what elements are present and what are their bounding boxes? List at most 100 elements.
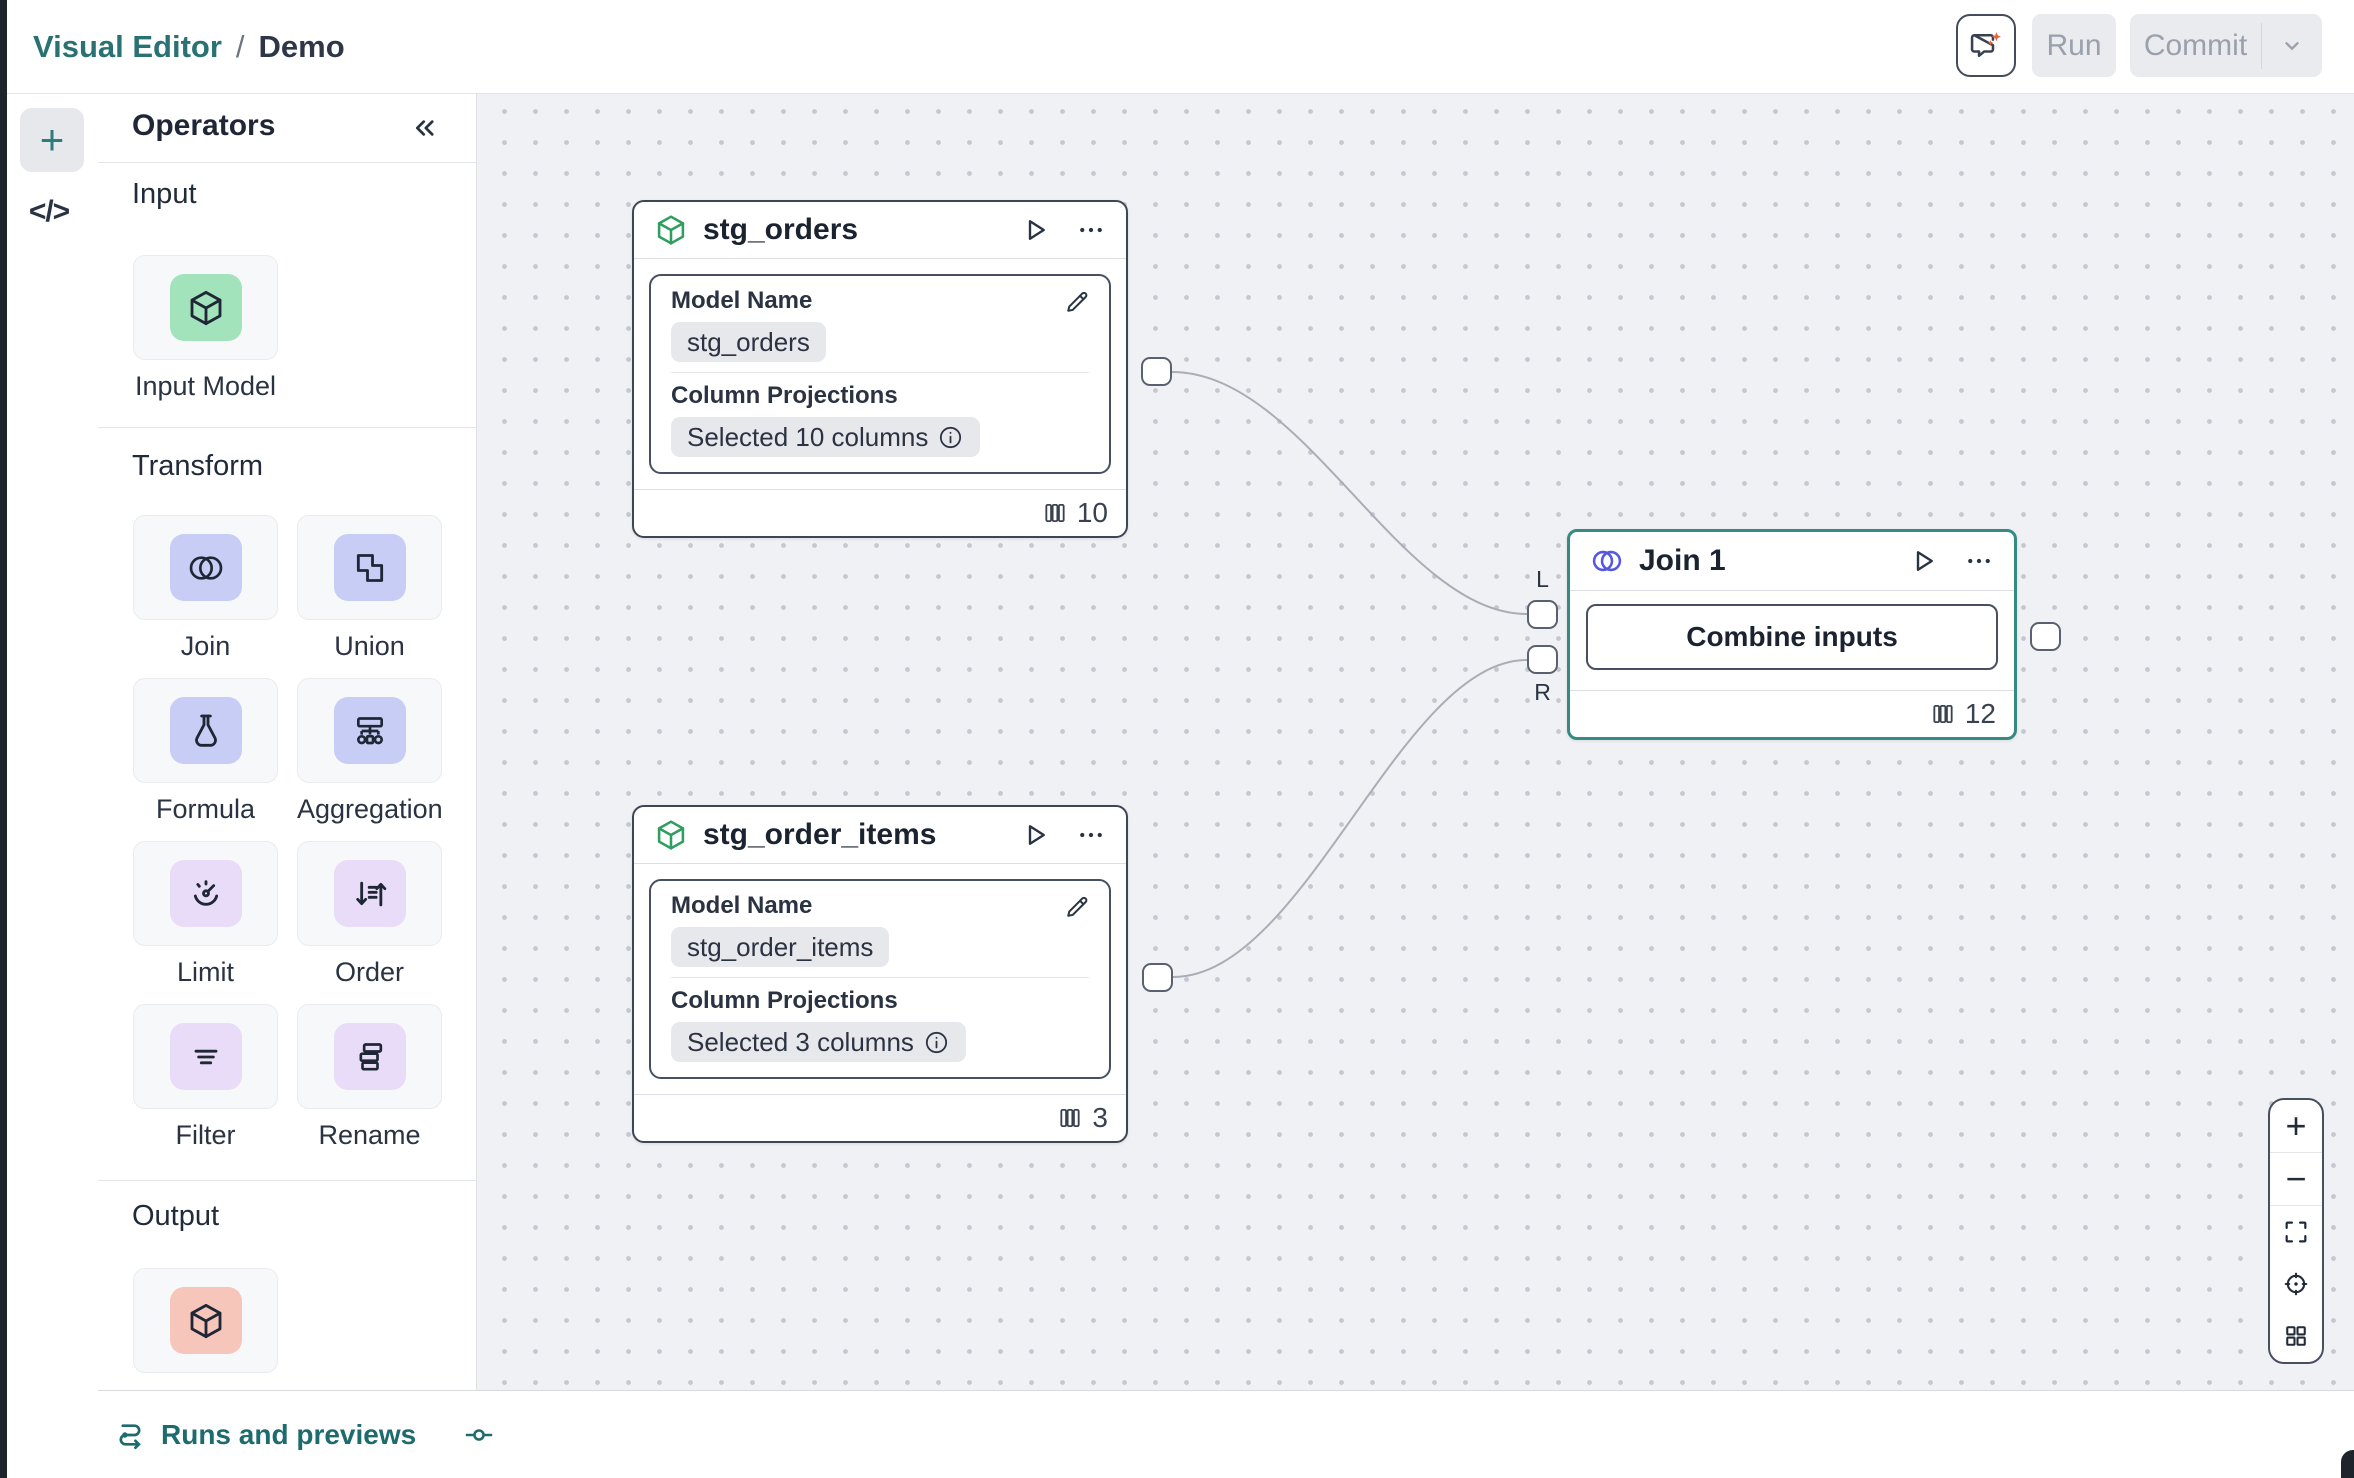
runs-and-previews-button[interactable]: Runs and previews	[161, 1418, 417, 1450]
port-join-right-input[interactable]	[1527, 645, 1558, 674]
filter-lines-icon	[194, 1049, 217, 1064]
input-section: Input Input Model	[98, 162, 476, 428]
operator-label: Aggregation	[297, 794, 443, 824]
run-node-button[interactable]	[1020, 820, 1050, 850]
runs-icon	[119, 1423, 141, 1449]
column-projections-pill[interactable]: Selected 3 columns	[671, 1022, 966, 1062]
run-button[interactable]: Run	[2032, 14, 2116, 77]
model-name-pill[interactable]: stg_order_items	[671, 927, 890, 967]
node-header: stg_orders	[634, 202, 1126, 259]
edit-pencil-icon[interactable]	[1063, 893, 1091, 921]
code-view-button[interactable]: </>	[28, 195, 70, 228]
info-icon	[940, 426, 962, 448]
locate-button[interactable]	[2270, 1258, 2322, 1310]
overview-button[interactable]	[2270, 1310, 2322, 1362]
node-menu-button[interactable]	[1076, 215, 1106, 245]
info-icon	[925, 1031, 947, 1053]
column-projections-pill[interactable]: Selected 10 columns	[671, 417, 981, 457]
columns-icon	[1045, 503, 1065, 523]
flask-icon	[194, 714, 217, 747]
zoom-in-button[interactable]: +	[2270, 1100, 2322, 1152]
zoom-out-button[interactable]: −	[2270, 1153, 2322, 1205]
edge-stg-order-items-to-join-right[interactable]	[1172, 659, 1528, 978]
cube-icon	[654, 213, 688, 247]
model-name-pill[interactable]: stg_orders	[671, 322, 826, 362]
operator-join[interactable]: Join	[133, 515, 278, 678]
collapse-panel-button[interactable]	[406, 111, 440, 145]
grid-icon	[2286, 1326, 2306, 1346]
node-footer: 3	[634, 1094, 1126, 1141]
operator-filter[interactable]: Filter	[133, 1004, 278, 1167]
operator-output-model[interactable]	[133, 1268, 278, 1431]
breadcrumb-app-link[interactable]: Visual Editor	[33, 28, 222, 64]
transform-section-label: Transform	[132, 450, 264, 482]
operator-label: Order	[334, 957, 405, 987]
operator-label: Filter	[175, 1120, 236, 1150]
transform-section: Transform Join Union Formula	[98, 427, 476, 1181]
edge-stg-orders-to-join-left[interactable]	[1171, 371, 1528, 615]
column-count: 10	[1076, 497, 1108, 528]
commit-menu-button[interactable]	[2262, 33, 2322, 59]
node-menu-button[interactable]	[1964, 546, 1994, 576]
cube-icon	[190, 1303, 221, 1338]
port-stg-order-items-output[interactable]	[1142, 963, 1173, 992]
operator-union[interactable]: Union	[297, 515, 442, 678]
columns-icon	[1933, 704, 1953, 724]
combine-inputs-button[interactable]: Combine inputs	[1586, 604, 1998, 670]
port-join-output[interactable]	[2030, 622, 2061, 651]
add-button[interactable]: +	[20, 108, 84, 172]
port-join-left-input[interactable]	[1527, 600, 1558, 629]
column-projections-label: Column Projections	[671, 987, 898, 1014]
gauge-icon	[193, 879, 218, 906]
operator-limit[interactable]: Limit	[133, 841, 278, 1004]
run-node-button[interactable]	[1908, 546, 1938, 576]
window-left-edge	[0, 0, 7, 1478]
operators-panel-title: Operators	[132, 109, 276, 142]
sort-arrows-icon	[355, 881, 386, 906]
node-stg-orders[interactable]: stg_orders Model Name stg_orders Column …	[632, 200, 1128, 538]
expand-icon	[2285, 1221, 2307, 1243]
divider	[671, 372, 1089, 373]
operator-input-model[interactable]: Input Model	[133, 255, 278, 418]
chat-sparkle-icon	[1970, 31, 2002, 57]
commit-node-icon[interactable]	[462, 1418, 496, 1452]
fit-view-button[interactable]	[2270, 1206, 2322, 1258]
column-count: 12	[1964, 698, 1996, 729]
join-right-port-label: R	[1534, 679, 1551, 705]
join-circles-icon	[189, 555, 222, 580]
node-title: Join 1	[1639, 544, 1726, 577]
node-join-1[interactable]: Join 1 Combine inputs 12	[1567, 529, 2017, 740]
ai-assistant-button[interactable]	[1956, 14, 2016, 77]
window-corner	[2341, 1450, 2354, 1478]
column-projections-label: Column Projections	[671, 382, 898, 409]
double-chevron-left-icon	[415, 120, 434, 136]
breadcrumb-page-title: Demo	[258, 28, 345, 64]
port-stg-orders-output[interactable]	[1141, 357, 1172, 386]
commit-split-button: Commit	[2130, 14, 2322, 77]
run-node-button[interactable]	[1020, 215, 1050, 245]
operator-order[interactable]: Order	[297, 841, 442, 1004]
commit-button[interactable]: Commit	[2143, 28, 2248, 62]
join-circles-icon	[1590, 544, 1624, 578]
breadcrumb: Visual Editor / Demo	[33, 0, 345, 93]
operators-panel-header: Operators	[98, 93, 476, 163]
operator-formula[interactable]: Formula	[133, 678, 278, 841]
operator-label: Join	[180, 631, 231, 661]
cube-icon	[190, 290, 221, 325]
top-bar: Visual Editor / Demo Run Commit	[0, 0, 2354, 94]
node-footer: 10	[634, 489, 1126, 536]
operator-aggregation[interactable]: Aggregation	[297, 678, 443, 841]
node-stg-order-items[interactable]: stg_order_items Model Name stg_order_ite…	[632, 805, 1128, 1143]
join-left-port-label: L	[1536, 566, 1549, 592]
input-section-label: Input	[132, 178, 197, 210]
divider	[671, 977, 1089, 978]
column-count: 3	[1092, 1102, 1108, 1133]
sitemap-icon	[356, 716, 383, 744]
union-squares-icon	[356, 553, 383, 582]
operator-rename[interactable]: Rename	[297, 1004, 442, 1167]
node-menu-button[interactable]	[1076, 820, 1106, 850]
operator-label: Formula	[155, 794, 256, 824]
node-config-card: Model Name stg_order_items Column Projec…	[649, 879, 1111, 1079]
edit-pencil-icon[interactable]	[1063, 288, 1091, 316]
